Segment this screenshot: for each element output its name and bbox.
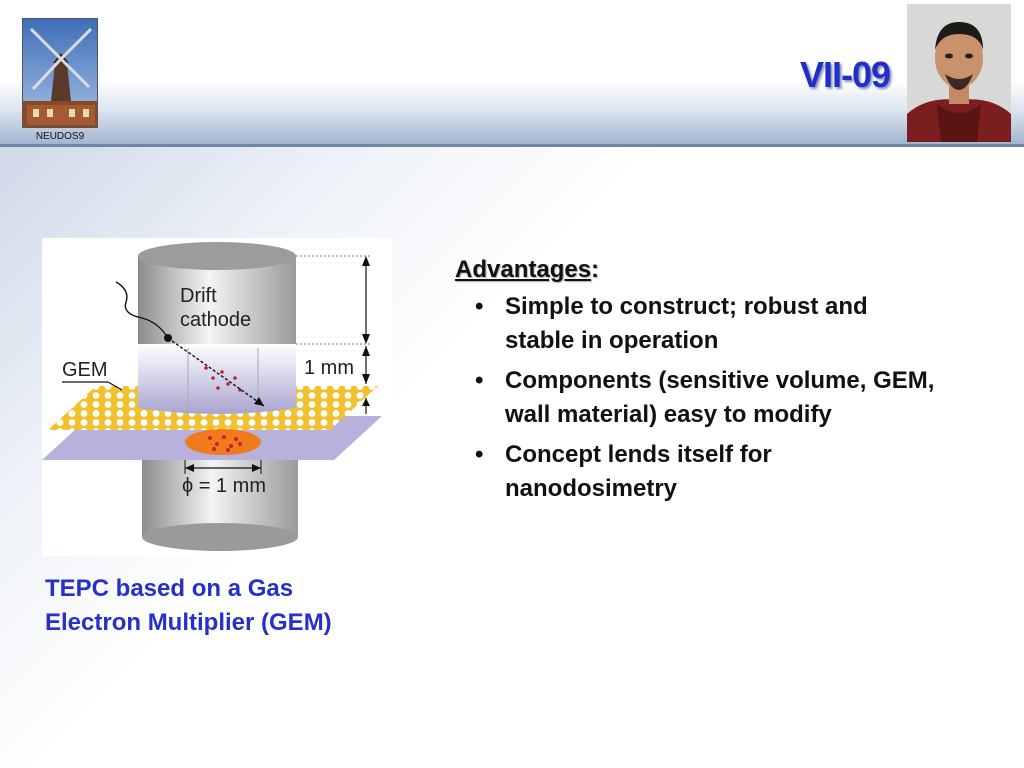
item-line-1: Components (sensitive volume, GEM, xyxy=(505,367,935,394)
item-line-2: stable in operation xyxy=(505,327,719,354)
presenter-photo xyxy=(907,4,1011,142)
list-item: • Concept lends itself for nanodosimetry xyxy=(455,438,1020,506)
item-line-1: Simple to construct; robust and xyxy=(505,293,868,320)
advantages-section: Advantages: • Simple to construct; robus… xyxy=(455,256,1020,512)
slide-code: VII-09 xyxy=(799,54,891,95)
gem-label: GEM xyxy=(62,359,108,381)
height-label: 1 mm xyxy=(304,357,354,379)
item-line-2: wall material) easy to modify xyxy=(505,401,832,428)
bullet-glyph: • xyxy=(475,441,484,468)
caption-line-1: TEPC based on a Gas xyxy=(45,575,294,602)
header-divider xyxy=(0,144,1024,147)
conference-logo xyxy=(22,18,98,128)
list-item: • Simple to construct; robust and stable… xyxy=(455,290,1020,358)
item-line-2: nanodosimetry xyxy=(505,475,678,502)
advantages-heading: Advantages: xyxy=(455,256,1020,284)
advantages-title: Advantages xyxy=(455,256,592,283)
bullet-glyph: • xyxy=(475,293,484,320)
advantages-list: • Simple to construct; robust and stable… xyxy=(455,290,1020,506)
figure-caption: TEPC based on a Gas Electron Multiplier … xyxy=(45,572,415,640)
logo-caption: NEUDOS9 xyxy=(35,131,85,142)
diameter-label: ϕ = 1 mm xyxy=(182,475,266,497)
advantages-colon: : xyxy=(591,256,600,283)
windmill-image xyxy=(22,18,98,128)
item-line-1: Concept lends itself for xyxy=(505,441,772,468)
bullet-glyph: • xyxy=(475,367,484,394)
header-band xyxy=(0,0,1024,146)
drift-cathode-label-1: Drift xyxy=(180,285,217,307)
caption-line-2: Electron Multiplier (GEM) xyxy=(45,609,332,636)
tepc-gem-diagram: Drift cathode GEM 1 mm ϕ = 1 mm xyxy=(42,238,392,556)
drift-cathode-label-2: cathode xyxy=(180,309,251,331)
list-item: • Components (sensitive volume, GEM, wal… xyxy=(455,364,1020,432)
